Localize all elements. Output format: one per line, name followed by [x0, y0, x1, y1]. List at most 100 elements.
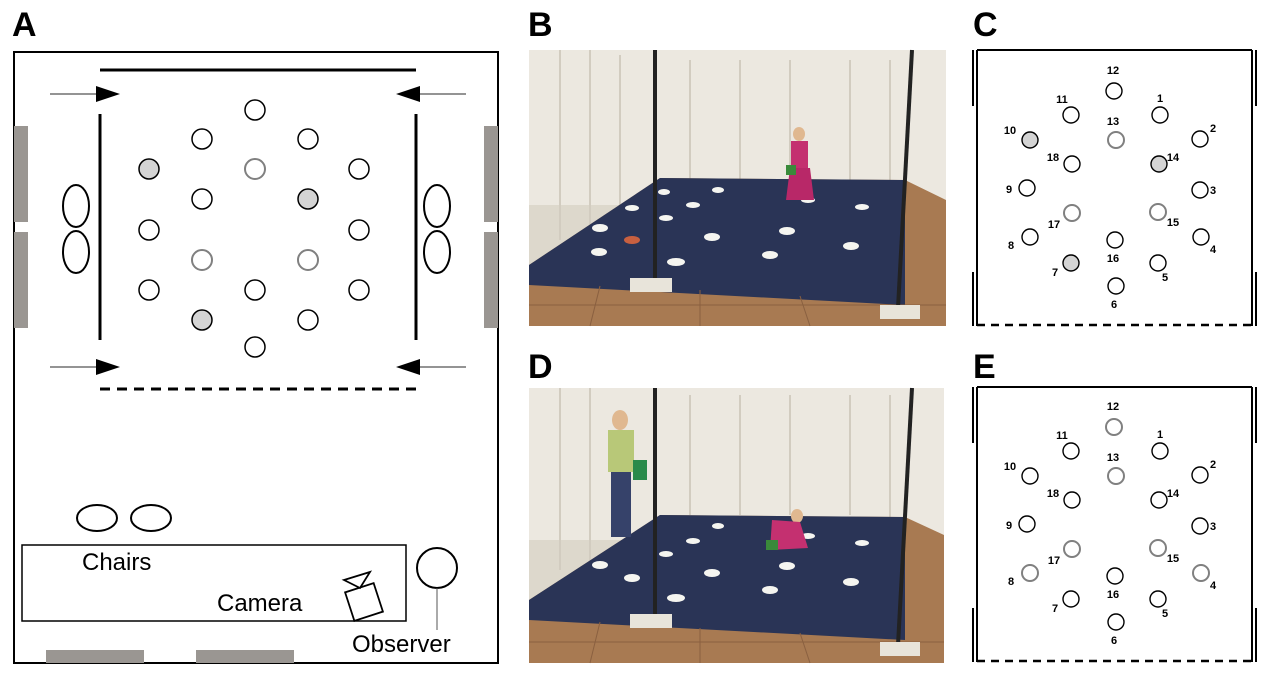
- location-number: 8: [1008, 576, 1014, 588]
- side-oval: [423, 230, 451, 274]
- location-circle: [1191, 130, 1209, 148]
- location-circle: [1191, 517, 1209, 535]
- panel-label-c: C: [973, 6, 998, 44]
- location-number: 13: [1107, 116, 1119, 128]
- location-circle: [1105, 82, 1123, 100]
- photo-d: [529, 387, 944, 664]
- panel-a-room-layout: Chairs Camera Observer: [13, 51, 499, 664]
- wall-segment: [484, 126, 498, 222]
- location-circle: [1018, 515, 1036, 533]
- location-circle: [1107, 131, 1125, 149]
- location-circle: [1149, 539, 1167, 557]
- wall-segment: [14, 232, 28, 328]
- location-number: 1: [1157, 93, 1163, 105]
- location-circle: [1107, 467, 1125, 485]
- location-number: 15: [1167, 553, 1179, 565]
- bench-rectangle: [21, 544, 407, 622]
- location-number: 17: [1048, 219, 1060, 231]
- location-circle: [1192, 564, 1210, 582]
- wall-segment: [196, 650, 294, 663]
- camera-icon: [341, 570, 385, 623]
- location-number: 1: [1157, 429, 1163, 441]
- location-circle: [1192, 228, 1210, 246]
- location-circle: [191, 309, 213, 331]
- location-circle: [1151, 106, 1169, 124]
- chair-oval: [76, 504, 118, 532]
- location-circle: [191, 188, 213, 210]
- location-circle: [297, 249, 319, 271]
- location-number: 3: [1210, 185, 1216, 197]
- location-number: 16: [1107, 589, 1119, 601]
- location-circle: [348, 219, 370, 241]
- location-number: 11: [1056, 430, 1068, 442]
- location-circle: [1021, 131, 1039, 149]
- panel-label-b: B: [528, 6, 553, 44]
- chair-oval: [130, 504, 172, 532]
- location-circle: [244, 279, 266, 301]
- location-circle: [348, 158, 370, 180]
- location-number: 4: [1210, 244, 1217, 256]
- location-number: 10: [1004, 125, 1016, 137]
- location-circle: [348, 279, 370, 301]
- location-number: 12: [1107, 401, 1119, 413]
- location-number: 8: [1008, 240, 1014, 252]
- location-number: 3: [1210, 521, 1216, 533]
- camera-label: Camera: [217, 590, 303, 617]
- camera-arrow: [396, 86, 466, 102]
- location-number: 16: [1107, 253, 1119, 265]
- location-number: 14: [1167, 152, 1180, 164]
- location-number: 2: [1210, 459, 1216, 471]
- location-circle: [191, 128, 213, 150]
- location-circle: [1151, 442, 1169, 460]
- location-number: 4: [1210, 580, 1217, 592]
- location-circle: [1062, 106, 1080, 124]
- location-number: 13: [1107, 452, 1119, 464]
- location-circle: [1063, 155, 1081, 173]
- location-number: 9: [1006, 184, 1012, 196]
- location-circle: [1062, 590, 1080, 608]
- location-circle: [1106, 231, 1124, 249]
- location-number: 5: [1162, 608, 1168, 620]
- camera-arrow: [50, 359, 120, 375]
- location-circle: [1107, 613, 1125, 631]
- location-number: 18: [1047, 488, 1059, 500]
- location-circle: [138, 219, 160, 241]
- side-oval: [423, 184, 451, 228]
- location-circle: [1021, 228, 1039, 246]
- wall-segment: [14, 126, 28, 222]
- location-circles: [138, 99, 370, 358]
- camera-arrow: [396, 359, 466, 375]
- location-circle: [244, 158, 266, 180]
- location-number: 10: [1004, 461, 1016, 473]
- location-number: 17: [1048, 555, 1060, 567]
- location-circle: [1018, 179, 1036, 197]
- location-circle: [297, 188, 319, 210]
- location-circle: [1063, 204, 1081, 222]
- observer-icon: [416, 547, 458, 589]
- location-circle: [138, 158, 160, 180]
- location-number: 6: [1111, 635, 1117, 647]
- location-circle: [191, 249, 213, 271]
- location-number: 6: [1111, 299, 1117, 311]
- location-circle: [1191, 181, 1209, 199]
- location-number: 2: [1210, 123, 1216, 135]
- location-circle: [1149, 590, 1167, 608]
- photo-b: [529, 49, 946, 327]
- panel-label-a: A: [12, 6, 37, 44]
- side-oval: [62, 230, 90, 274]
- panel-label-e: E: [973, 348, 996, 386]
- panel-label-d: D: [528, 348, 553, 386]
- location-circle: [1107, 277, 1125, 295]
- location-circle: [1105, 418, 1123, 436]
- location-circle: [1021, 467, 1039, 485]
- location-circle: [1150, 155, 1168, 173]
- location-circle: [244, 336, 266, 358]
- location-circle: [1191, 466, 1209, 484]
- wall-segment: [484, 232, 498, 328]
- location-number: 18: [1047, 152, 1059, 164]
- location-number: 15: [1167, 217, 1179, 229]
